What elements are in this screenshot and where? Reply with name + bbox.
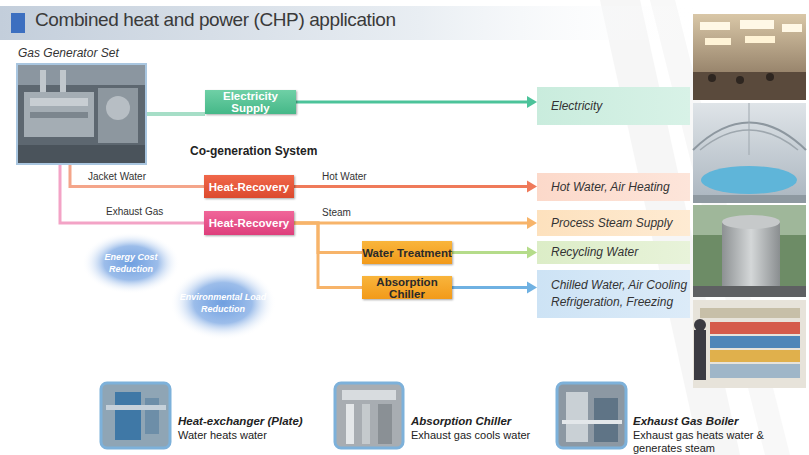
node-text: Energy Cost Reduction: [100, 251, 162, 275]
flow-connector: [294, 217, 537, 229]
photo-caption: Exhaust Gas Boiler: [633, 415, 738, 427]
connector-line: [296, 101, 529, 104]
connector-line: [294, 185, 529, 188]
connector-line: [294, 223, 362, 288]
ellipse-shape: [82, 232, 180, 294]
photo-caption: Heat-exchanger (Plate): [178, 415, 303, 427]
section-heading: Co-generation System: [190, 144, 317, 158]
node-text: Hot Water, Air Heating: [551, 179, 690, 196]
ellipse-outline: [82, 232, 180, 294]
process-box: Heat-Recovery: [204, 211, 294, 235]
connector-line: [294, 222, 529, 225]
connector-line: [294, 223, 362, 253]
plate-exchanger-photo: [101, 383, 170, 448]
ellipse-shape: [170, 266, 276, 340]
arrow-head: [527, 282, 537, 294]
generator-node: Gas Generator Set: [16, 63, 147, 165]
benefit-ellipse: Energy Cost Reduction: [82, 232, 180, 294]
output-band: Recycling Water: [537, 241, 690, 264]
absorption-chiller-photo: [335, 383, 403, 448]
node-text: Heat-Recovery: [209, 217, 290, 229]
flow-connector: [452, 282, 537, 294]
edge-label: Exhaust Gas: [106, 206, 163, 217]
connector-line: [60, 165, 204, 223]
node-text: Electricity Supply: [205, 90, 296, 114]
flow-connector: [452, 247, 537, 259]
connector-line: [70, 165, 204, 187]
flow-connector: [296, 96, 537, 108]
tank-photo: [693, 205, 806, 297]
edge-label: Steam: [322, 207, 351, 218]
connector-line: [452, 251, 529, 254]
flow-connector: [294, 223, 362, 288]
flow-connector: [147, 114, 205, 115]
connector-line: [452, 286, 529, 289]
process-box: Absorption Chiller: [362, 276, 452, 299]
photo-description: Exhaust gas heats water & generates stea…: [633, 429, 783, 455]
output-band: Electricity: [537, 87, 690, 125]
freezer-photo: [693, 300, 806, 388]
output-band: Process Steam Supply: [537, 210, 690, 236]
exhaust-boiler-photo: [557, 383, 626, 448]
node-text: Process Steam Supply: [551, 215, 690, 232]
edge-label: Jacket Water: [88, 171, 146, 182]
node-text: Environmental Load Reduction: [177, 291, 269, 315]
benefit-ellipse: Environmental Load Reduction: [170, 266, 276, 340]
mall-photo: [693, 14, 806, 100]
node-heading: Gas Generator Set: [18, 46, 119, 60]
flow-connector: [294, 181, 537, 193]
node-text: Water Treatment: [362, 247, 452, 259]
edge-label: Hot Water: [322, 171, 367, 182]
node-text: Electricity: [551, 98, 690, 115]
process-box: Water Treatment: [362, 241, 452, 264]
node-text: Heat-Recovery: [209, 181, 290, 193]
arrow-head: [527, 181, 537, 193]
process-box: Heat-Recovery: [204, 175, 294, 198]
generator-photo: [16, 63, 147, 165]
output-band: Hot Water, Air Heating: [537, 173, 690, 201]
arrow-head: [527, 217, 537, 229]
ellipse-outline: [170, 266, 276, 340]
diagram-title: Combined heat and power (CHP) applicatio…: [35, 9, 396, 31]
node-text: Recycling Water: [551, 244, 690, 261]
arrow-head: [527, 247, 537, 259]
photo-caption: Absorption Chiller: [411, 415, 511, 427]
arrow-head: [527, 96, 537, 108]
node-text: Chilled Water, Air Cooling Refrigeration…: [551, 277, 690, 311]
flow-connector: [60, 165, 204, 223]
photo-description: Exhaust gas cools water: [411, 429, 530, 442]
process-box: Electricity Supply: [205, 90, 296, 114]
title-bar: [0, 6, 700, 40]
flow-connector: [70, 165, 204, 187]
connector-line: [147, 112, 205, 116]
pool-photo: [693, 103, 806, 203]
photo-description: Water heats water: [178, 429, 267, 442]
flow-connector: [294, 223, 362, 253]
output-band: Chilled Water, Air Cooling Refrigeration…: [537, 270, 690, 318]
node-text: Absorption Chiller: [362, 276, 452, 300]
